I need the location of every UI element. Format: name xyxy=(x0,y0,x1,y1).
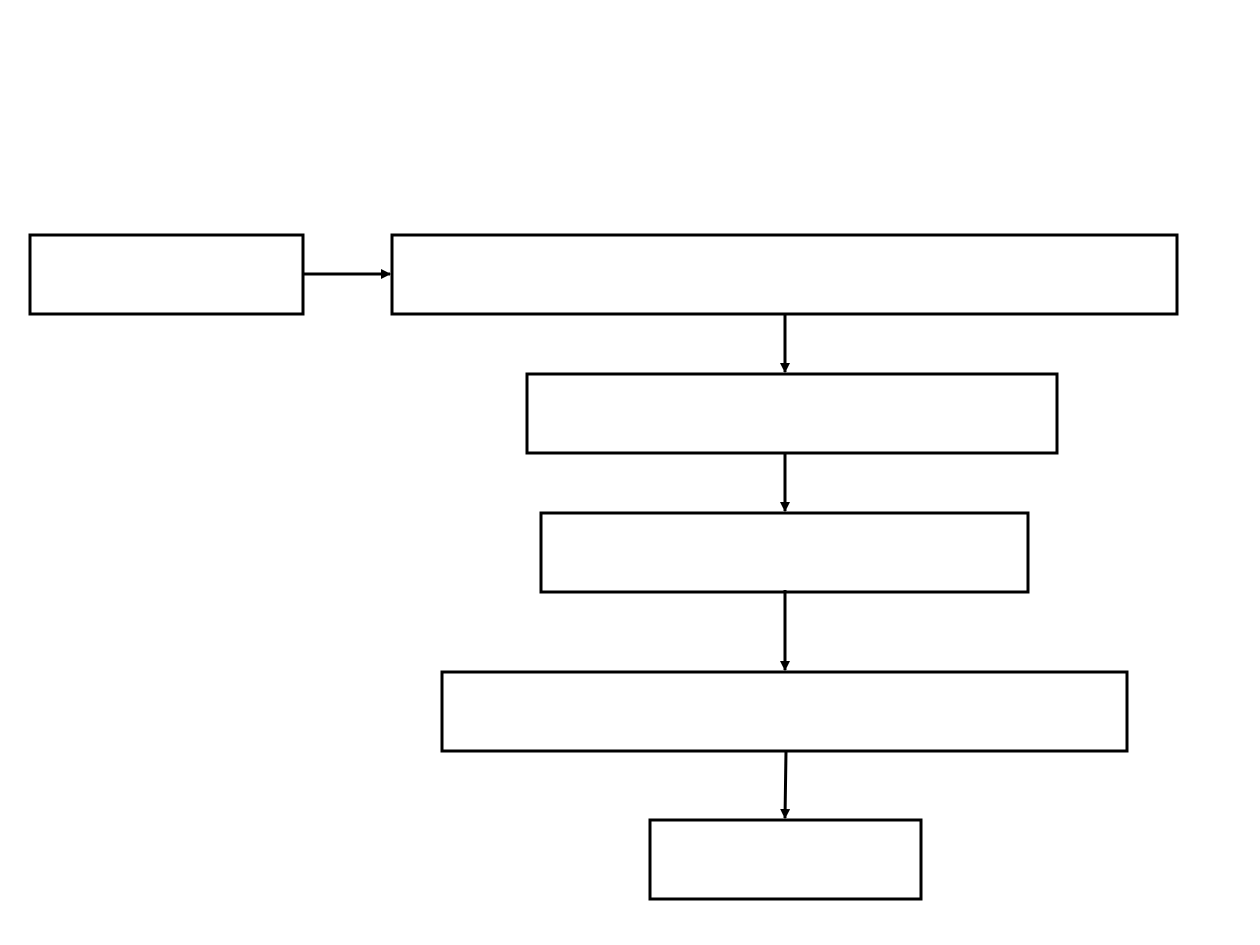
node-step-3 xyxy=(539,511,1030,594)
node-step-4 xyxy=(440,670,1129,753)
node-step-5 xyxy=(648,818,923,901)
node-step-2 xyxy=(525,372,1059,455)
arrow-step-4-to-step-5 xyxy=(780,750,791,819)
node-source xyxy=(28,233,305,316)
node-top-wide xyxy=(390,233,1179,316)
